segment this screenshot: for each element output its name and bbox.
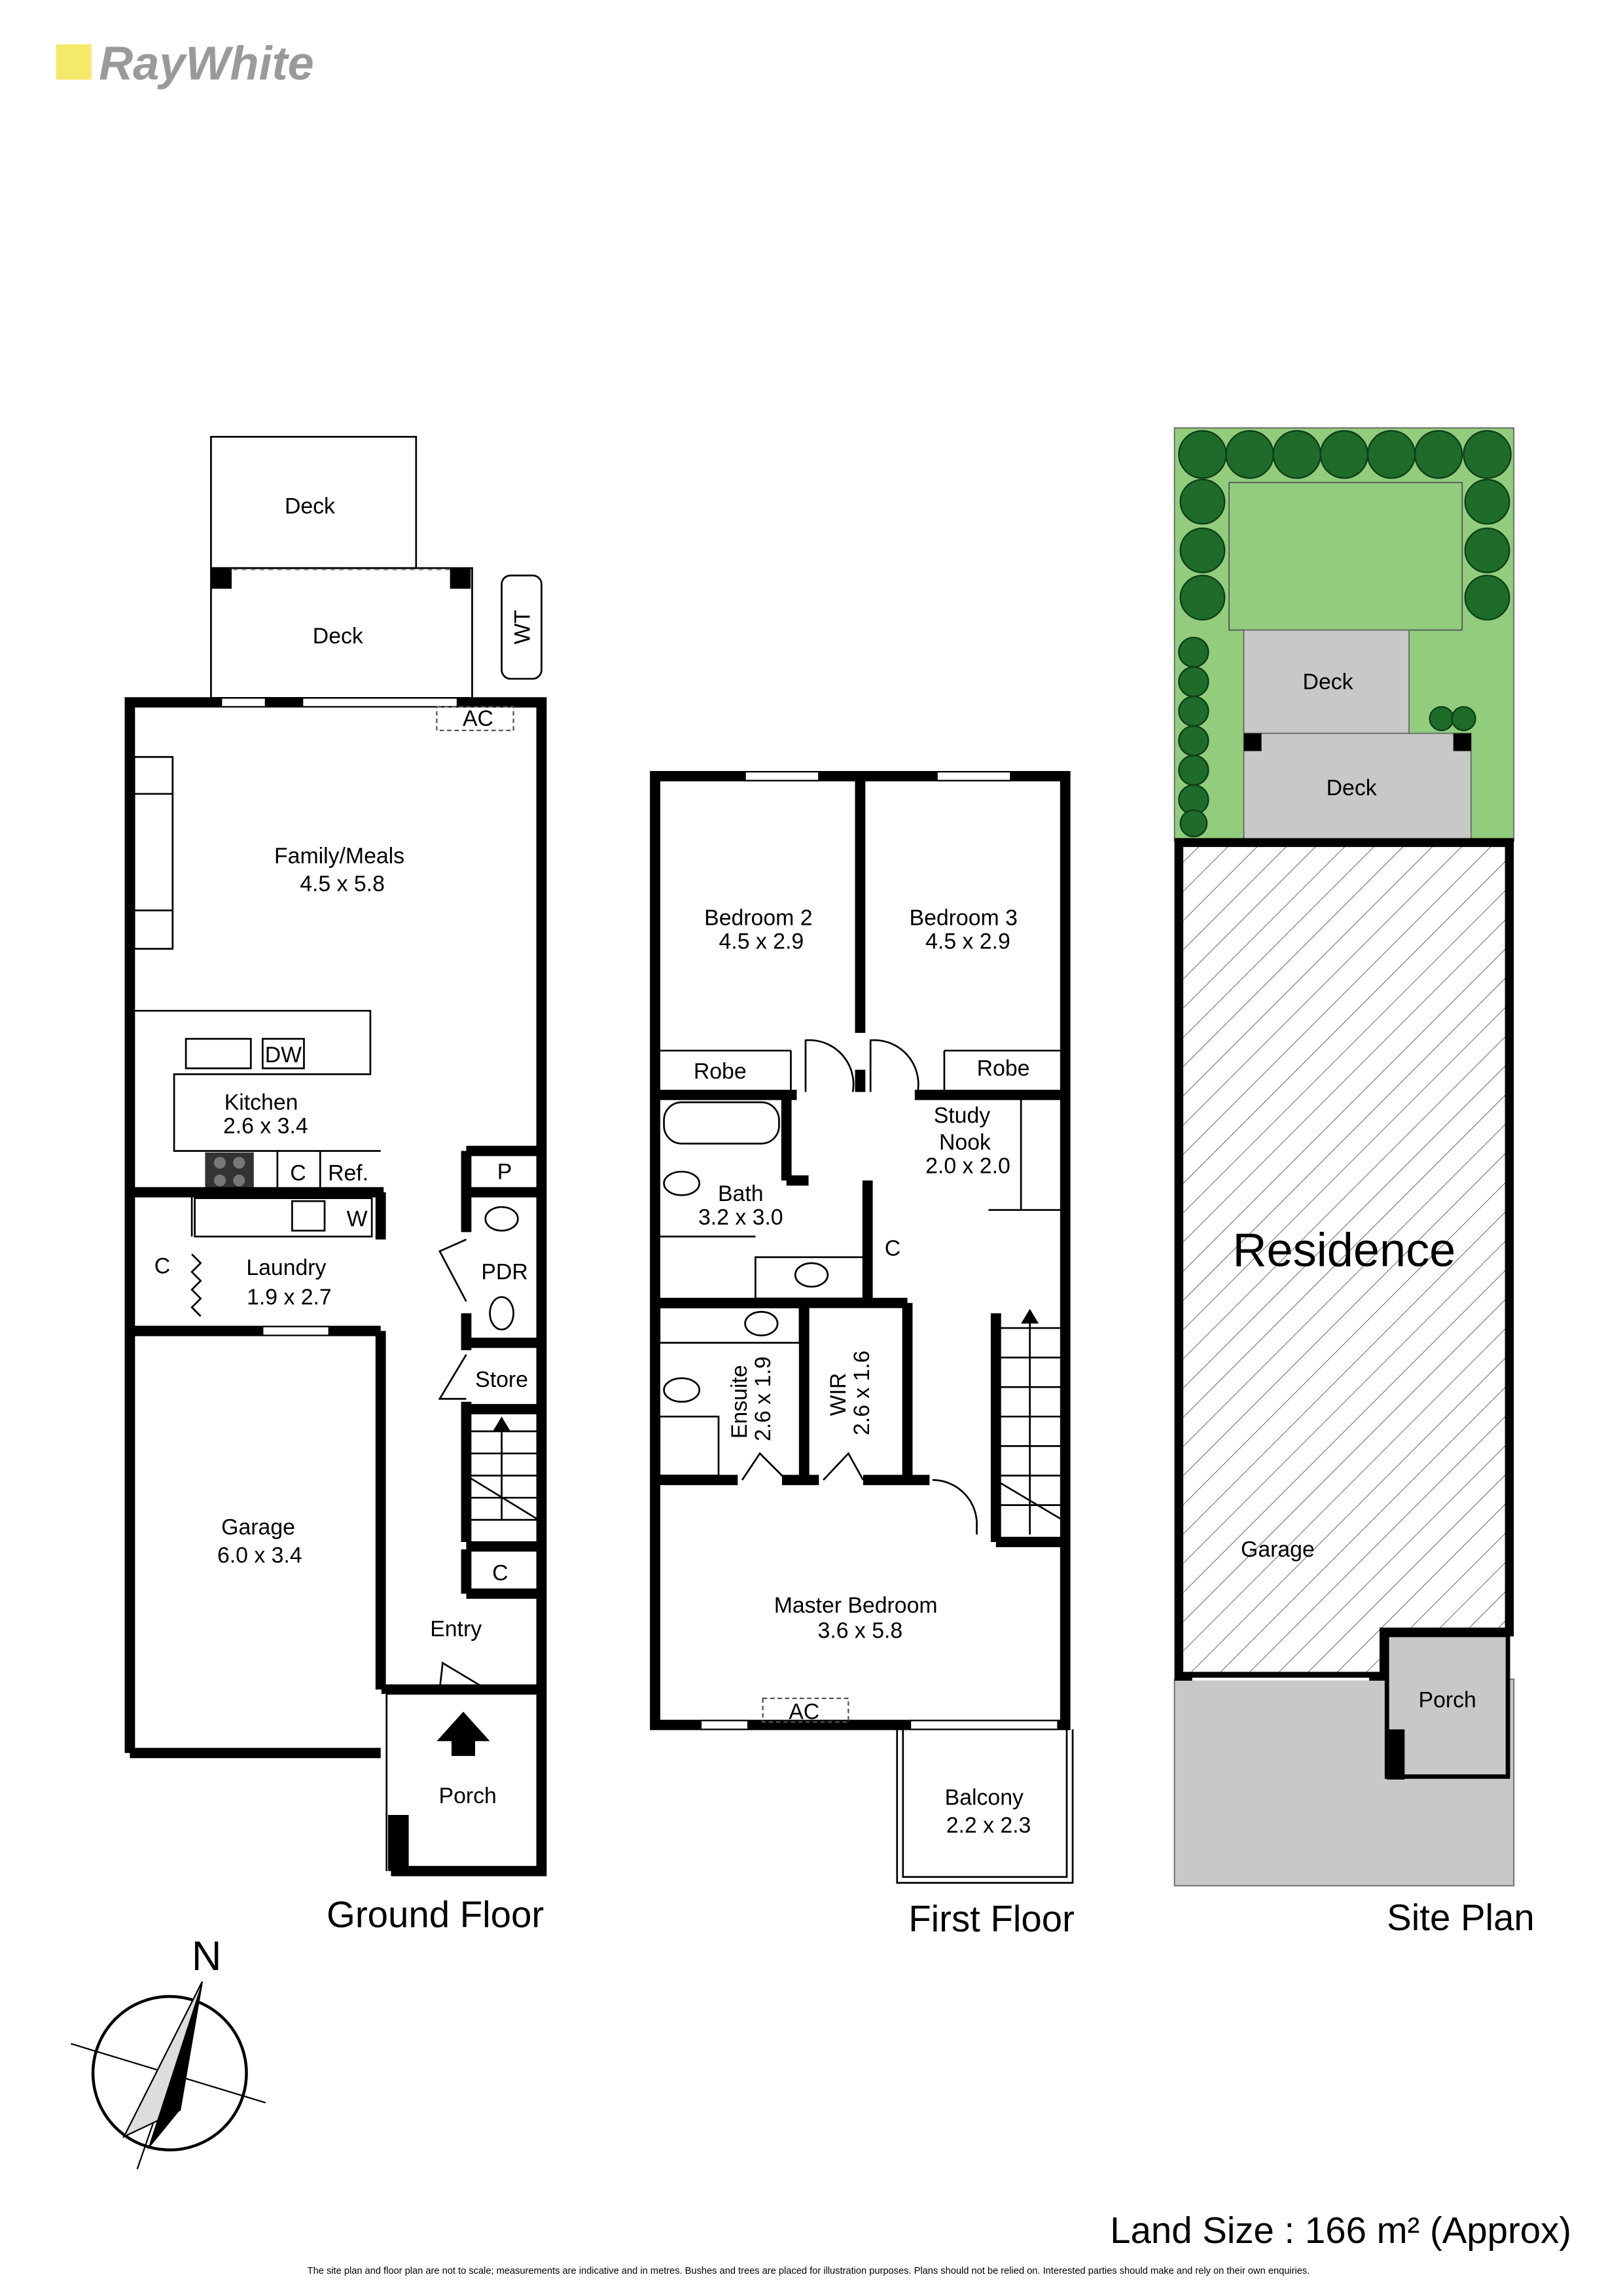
family-label: Family/Meals — [274, 844, 404, 869]
site-plan-title: Site Plan — [1387, 1897, 1535, 1938]
balcony-size: 2.2 x 2.3 — [946, 1813, 1031, 1838]
pantry-label: P — [497, 1159, 512, 1184]
family-size: 4.5 x 5.8 — [300, 872, 385, 897]
garage-size: 6.0 x 3.4 — [217, 1543, 302, 1568]
robe-label: Robe — [694, 1059, 747, 1084]
site-deck-lower-label: Deck — [1327, 776, 1377, 800]
study-size: 2.0 x 2.0 — [925, 1153, 1010, 1178]
svg-text:RayWhite: RayWhite — [99, 38, 314, 90]
north-compass: N — [70, 1933, 266, 2170]
wir-label: WIR — [826, 1373, 851, 1416]
ground-floor-plan: Deck Deck WT AC Family/Meals 4.5 x 5.8 D… — [124, 435, 547, 1935]
store-label: Store — [475, 1367, 528, 1392]
site-garage-label: Garage — [1241, 1537, 1315, 1562]
deck-lower-label: Deck — [313, 624, 363, 649]
ac-label: AC — [463, 706, 493, 731]
site-deck-upper-label: Deck — [1303, 670, 1353, 694]
bedroom3-size: 4.5 x 2.9 — [925, 929, 1010, 954]
ac-label: AC — [789, 1699, 819, 1724]
master-bedroom-label: Master Bedroom — [774, 1593, 938, 1618]
fridge-label: Ref. — [328, 1161, 368, 1186]
laundry-label: Laundry — [246, 1255, 326, 1280]
kitchen-cupboard-label: C — [290, 1161, 306, 1186]
dw-label: DW — [265, 1043, 302, 1067]
disclaimer: The site plan and floor plan are not to … — [308, 2266, 1310, 2276]
study-label: Study — [934, 1103, 991, 1128]
laundry-cupboard-label: C — [154, 1254, 170, 1279]
garage-label: Garage — [221, 1515, 295, 1540]
pdr-label: PDR — [481, 1260, 527, 1285]
land-size: Land Size : 166 m² (Approx) — [1110, 2210, 1571, 2251]
ensuite-size: 2.6 x 1.9 — [751, 1356, 776, 1441]
water-tank — [501, 574, 543, 680]
stairs-first — [999, 1308, 1063, 1535]
site-plan: Deck Deck Residence Garage Porch Site Pl… — [1173, 427, 1535, 1938]
laundry-size: 1.9 x 2.7 — [247, 1285, 332, 1310]
deck-upper-label: Deck — [285, 494, 335, 519]
bath-label: Bath — [718, 1181, 764, 1206]
washer-label: W — [347, 1206, 368, 1231]
porch-label: Porch — [439, 1784, 497, 1808]
ensuite-label: Ensuite — [727, 1365, 752, 1439]
raywhite-logo: RayWhite — [56, 38, 314, 90]
site-porch-label: Porch — [1419, 1687, 1476, 1712]
north-label: N — [192, 1933, 222, 1979]
balcony — [896, 1729, 1074, 1884]
balcony-label: Balcony — [945, 1785, 1024, 1810]
ground-floor-title: Ground Floor — [327, 1893, 544, 1935]
stairs-ground — [465, 1416, 539, 1521]
bath-size: 3.2 x 3.0 — [698, 1205, 783, 1230]
entry-label: Entry — [430, 1617, 482, 1641]
residence — [1174, 838, 1514, 1681]
wt-label: WT — [510, 610, 535, 645]
bedroom3-label: Bedroom 3 — [910, 906, 1018, 931]
residence-label: Residence — [1232, 1224, 1455, 1276]
robe-label: Robe — [977, 1056, 1030, 1081]
study-label-2: Nook — [939, 1130, 991, 1155]
cupboard-label: C — [885, 1236, 901, 1261]
kitchen-size: 2.6 x 3.4 — [223, 1113, 308, 1138]
bedroom2-label: Bedroom 2 — [704, 906, 812, 931]
entry-arrow-icon — [437, 1712, 490, 1756]
first-floor-plan: Bedroom 2 4.5 x 2.9 Bedroom 3 4.5 x 2.9 … — [650, 770, 1075, 1939]
first-floor-title: First Floor — [908, 1898, 1075, 1939]
bedroom2-size: 4.5 x 2.9 — [719, 929, 804, 954]
master-bedroom-size: 3.6 x 5.8 — [818, 1618, 903, 1643]
wir-size: 2.6 x 1.6 — [849, 1350, 874, 1435]
entry-cupboard-label: C — [492, 1561, 508, 1586]
kitchen-label: Kitchen — [224, 1090, 298, 1115]
